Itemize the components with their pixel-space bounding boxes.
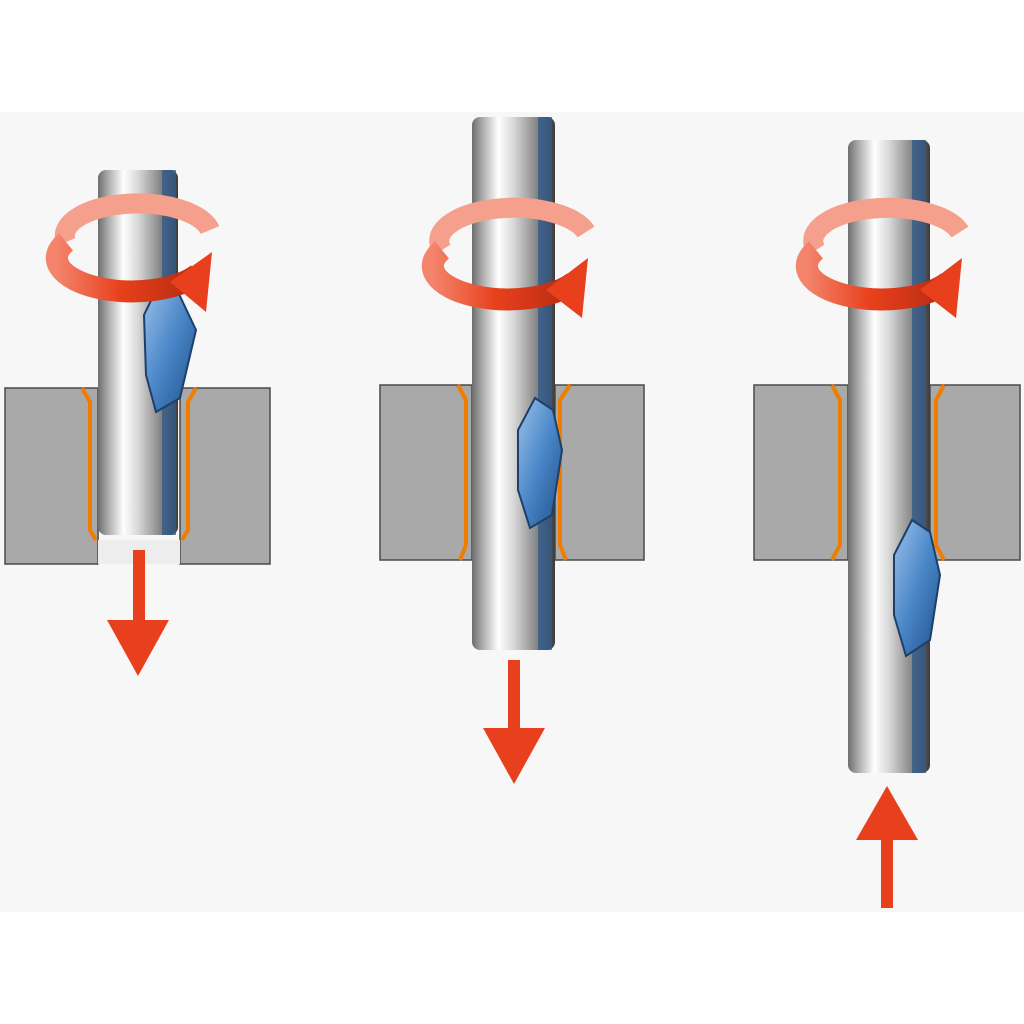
rotation-arrow-head — [170, 252, 212, 312]
arrow-up-icon — [856, 786, 918, 908]
arrow-down-icon — [483, 660, 545, 784]
chamfer-line-right — [934, 384, 946, 561]
cutter-blade — [517, 396, 564, 530]
workpiece-left — [753, 384, 849, 561]
chamfer-line-right — [558, 383, 572, 561]
cutter-blade — [142, 280, 198, 414]
panel-step-2 — [379, 117, 645, 784]
rotation-arrow-back — [803, 197, 969, 256]
workpiece-right — [929, 384, 1021, 561]
shaft-groove — [912, 140, 926, 773]
panel-step-3 — [753, 140, 1021, 908]
cutter-blade — [893, 518, 942, 658]
arrow-down-icon — [107, 550, 169, 676]
rotation-arrow-head — [546, 258, 588, 318]
tool-shaft — [98, 170, 178, 535]
workpiece-left — [379, 384, 473, 561]
workpiece-right — [554, 384, 645, 561]
rotation-arrow-head — [920, 258, 962, 318]
chamfer-line-left — [456, 384, 468, 561]
panel-step-1 — [4, 170, 271, 676]
rotation-arrow-back — [54, 193, 220, 246]
chamfer-line-left — [80, 387, 98, 542]
rotation-arrow-back — [429, 197, 595, 256]
chamfer-line-left — [830, 384, 842, 561]
chamfer-line-right — [180, 387, 198, 542]
shaft-groove — [538, 117, 552, 650]
workpiece-right — [179, 387, 271, 565]
workpiece-left — [4, 387, 99, 565]
